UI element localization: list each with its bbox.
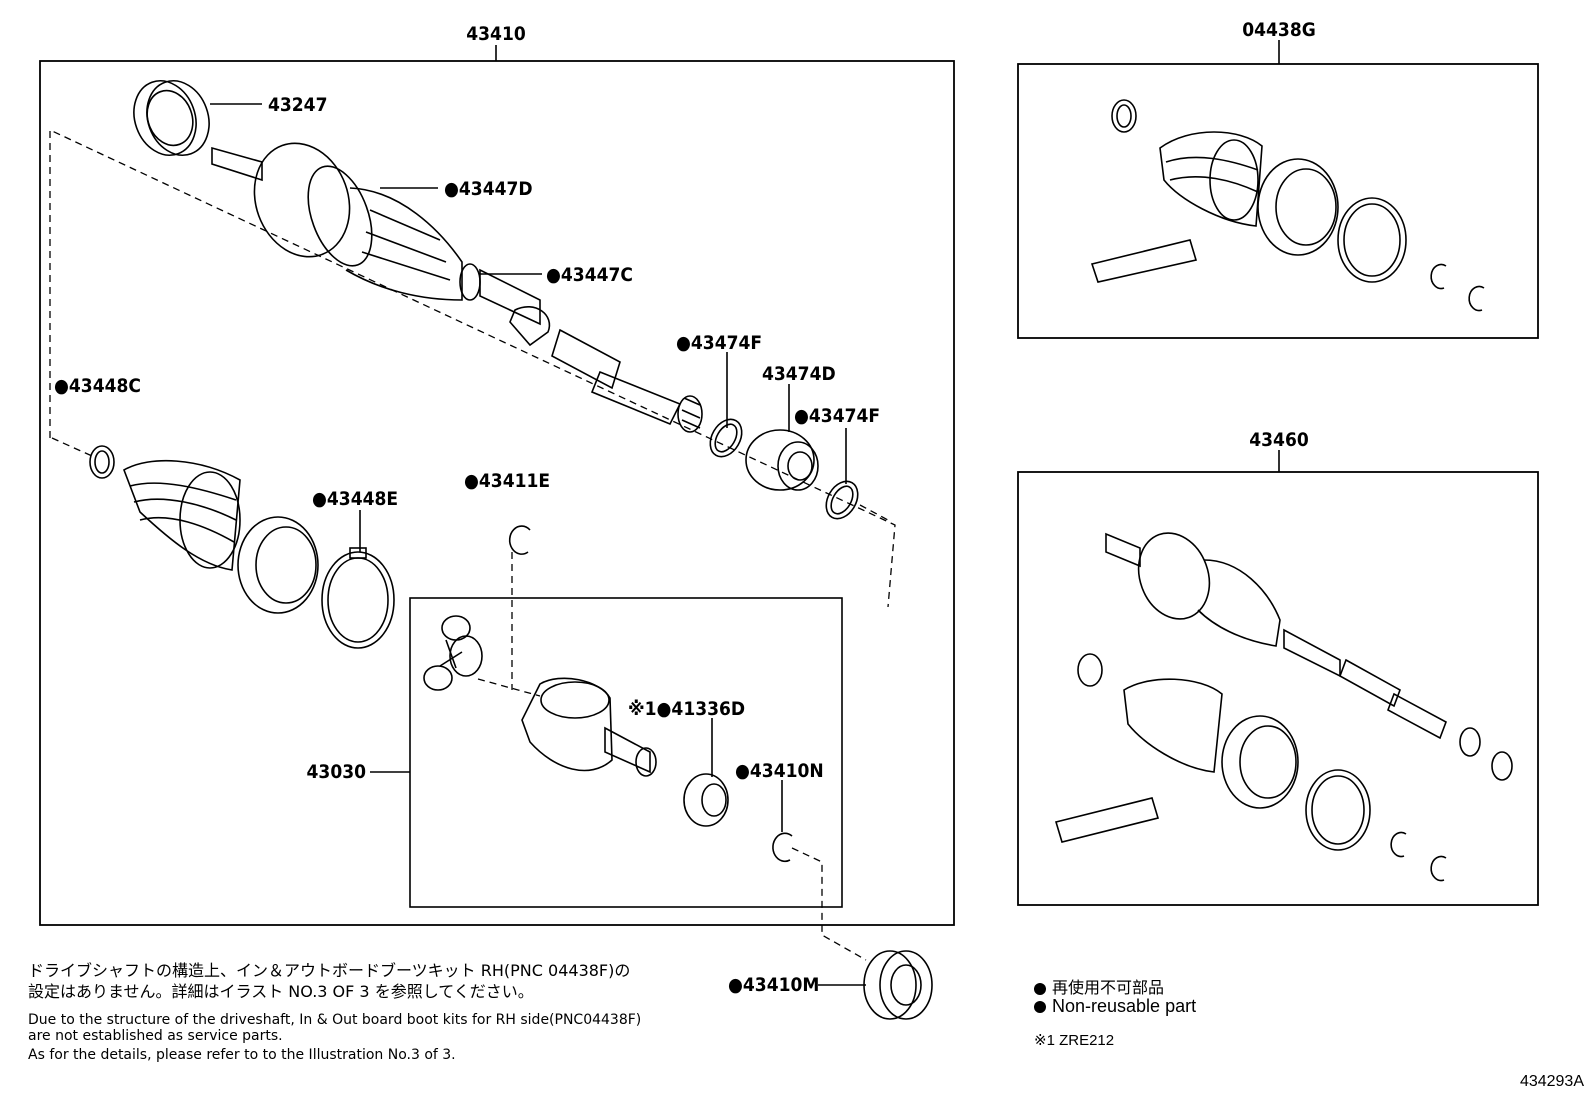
boot-outer-ring-icon: [237, 516, 319, 614]
kit-ring-icon: [1257, 158, 1339, 256]
group-label-kit[interactable]: 04438G: [1242, 19, 1316, 41]
part-label-43474D[interactable]: 43474D: [762, 363, 836, 385]
group-label-assy[interactable]: 43460: [1249, 429, 1309, 451]
tripod-joint-icon: [423, 615, 483, 691]
main-assembly-frame: [39, 60, 955, 926]
note-jp-line2: 設定はありません。詳細はイラスト NO.3 OF 3 を参照してください。: [28, 982, 534, 1001]
assy-ring-icon: [1221, 715, 1299, 809]
inboard-boot-icon: [123, 459, 241, 571]
assy-shaft-icon: [1105, 532, 1447, 740]
kit-snap-ring-b-icon: [1468, 285, 1485, 312]
snap-ring-icon: [508, 525, 531, 555]
assy-boot-icon: [1123, 678, 1223, 773]
group-label-inboard[interactable]: 43030: [307, 761, 367, 783]
assy-snap-ring-b-icon: [1430, 855, 1447, 882]
oil-seal-icon: [683, 773, 729, 827]
snap-ring-small-icon: [772, 832, 793, 863]
inboard-joint-housing-icon: [521, 677, 657, 777]
driveshaft-assy-frame: [1017, 471, 1539, 906]
illustration-code: 434293A: [1519, 1073, 1584, 1090]
assy-grease-pack-icon: [1054, 797, 1160, 843]
damper-clamp-icon: [825, 480, 859, 520]
kit-clamp-large-icon: [1337, 197, 1407, 283]
part-label-43247[interactable]: 43247: [268, 94, 327, 116]
part-label-43474F-b[interactable]: ●43474F: [794, 405, 880, 427]
part-label-43410N[interactable]: ●43410N: [735, 760, 824, 782]
part-label-41336D[interactable]: ※1●41336D: [628, 698, 745, 720]
part-label-43474F-a[interactable]: ●43474F: [676, 332, 762, 354]
dynamic-damper-icon: [745, 429, 819, 491]
legend-en: Non-reusable part: [1034, 996, 1196, 1017]
assy-clamp-large-icon: [1305, 769, 1371, 851]
legend-footnote: ※1 ZRE212: [1034, 1032, 1115, 1049]
inboard-joint-frame: [409, 597, 843, 908]
part-label-43447C[interactable]: ●43447C: [546, 264, 633, 286]
assy-snap-ring-a-icon: [1390, 831, 1407, 858]
shaft-ring-icon: [709, 418, 743, 458]
kit-grease-pack-icon: [1090, 239, 1198, 283]
bullet-icon: [1034, 1001, 1046, 1014]
part-label-43448C[interactable]: ●43448C: [54, 375, 141, 397]
bullet-icon: [1034, 982, 1046, 995]
bearing-icon: [863, 950, 933, 1020]
note-en-line2: are not established as service parts.: [28, 1028, 283, 1044]
boot-kit-frame: [1017, 63, 1539, 339]
group-label-main[interactable]: 43410: [466, 23, 526, 45]
kit-clamp-small-icon: [1111, 99, 1137, 133]
part-label-43411E[interactable]: ●43411E: [464, 470, 550, 492]
driveshaft-outboard-icon: [211, 142, 703, 433]
assy-clamp-small-icon: [1077, 653, 1103, 687]
kit-boot-icon: [1159, 131, 1263, 227]
boot-clamp-large-icon: [321, 547, 395, 649]
part-label-43448E[interactable]: ●43448E: [312, 488, 398, 510]
outer-seal-icon: [133, 80, 210, 156]
boot-clamp-small-icon: [89, 445, 115, 479]
part-label-43447D[interactable]: ●43447D: [444, 178, 533, 200]
kit-snap-ring-a-icon: [1430, 263, 1447, 290]
note-en-line3: As for the details, please refer to to t…: [28, 1047, 456, 1063]
part-label-43410M[interactable]: ●43410M: [728, 974, 819, 996]
legend-jp: 再使用不可部品: [1034, 974, 1164, 998]
note-jp-line1: ドライブシャフトの構造上、イン＆アウトボードブーツキット RH(PNC 0443…: [28, 961, 631, 980]
note-en-line1: Due to the structure of the driveshaft, …: [28, 1012, 642, 1028]
